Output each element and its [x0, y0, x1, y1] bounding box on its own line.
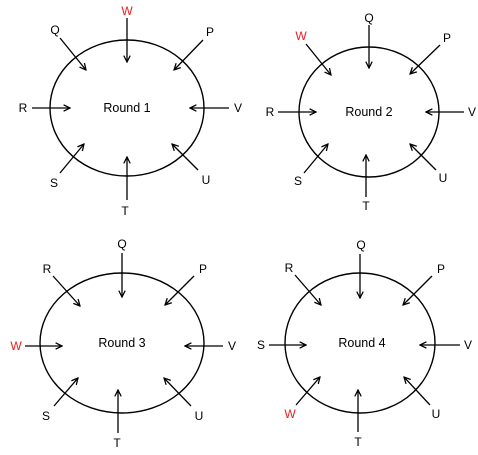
arrow-p [410, 44, 441, 74]
arrow-s [53, 378, 78, 407]
seat-r-label: R [285, 261, 294, 275]
seat-r-label: R [266, 105, 275, 119]
seat-t-label: T [113, 436, 121, 450]
seat-t-label: T [121, 204, 129, 218]
arrow-p [174, 39, 204, 70]
round-2-title: Round 2 [345, 105, 392, 119]
arrow-r [52, 275, 80, 306]
round-3: Round 3 Q R P W V S T U [10, 237, 236, 450]
seat-p-label: P [437, 262, 445, 276]
seat-s-label: S [50, 176, 58, 190]
arrow-r [294, 274, 321, 305]
arrow-u [172, 144, 199, 171]
seat-q-label: Q [364, 11, 373, 25]
arrow-u [164, 378, 192, 407]
arrow-p [165, 275, 195, 305]
seat-p-label: P [443, 31, 451, 45]
seat-w-label: W [284, 407, 296, 421]
round-4: Round 4 Q R P S V W T U [257, 238, 472, 449]
seat-v-label: V [468, 105, 476, 119]
arrow-u [404, 377, 431, 406]
seat-p-label: P [199, 262, 207, 276]
arrow-w [295, 377, 320, 406]
seat-w-label: W [10, 339, 22, 353]
round-4-title: Round 4 [338, 336, 385, 350]
round-1-title: Round 1 [103, 101, 150, 115]
seat-r-label: R [43, 262, 52, 276]
seat-w-label: W [121, 4, 133, 18]
seat-v-label: V [464, 338, 472, 352]
seat-u-label: U [432, 407, 441, 421]
arrow-q [59, 37, 86, 70]
seat-u-label: U [439, 171, 448, 185]
seat-u-label: U [195, 409, 204, 423]
seat-v-label: V [234, 101, 242, 115]
round-3-title: Round 3 [98, 336, 145, 350]
seat-s-label: S [257, 338, 265, 352]
arrow-s [303, 144, 328, 174]
seat-v-label: V [228, 339, 236, 353]
seat-s-label: S [42, 409, 50, 423]
arrow-p [403, 275, 433, 305]
round-1: Round 1 W Q P R V S T U [19, 4, 242, 218]
arrow-s [59, 144, 84, 174]
seat-r-label: R [19, 101, 28, 115]
seat-u-label: U [202, 173, 211, 187]
seat-q-label: Q [117, 237, 126, 251]
seat-t-label: T [354, 435, 362, 449]
round-2: Round 2 Q W P R V S T U [266, 11, 476, 213]
seat-t-label: T [362, 199, 370, 213]
seat-s-label: S [294, 174, 302, 188]
seat-w-label: W [295, 29, 307, 43]
seat-p-label: P [206, 25, 214, 39]
arrow-w [305, 43, 331, 75]
arrow-u [410, 144, 437, 171]
seat-q-label: Q [50, 23, 59, 37]
seat-q-label: Q [356, 238, 365, 252]
